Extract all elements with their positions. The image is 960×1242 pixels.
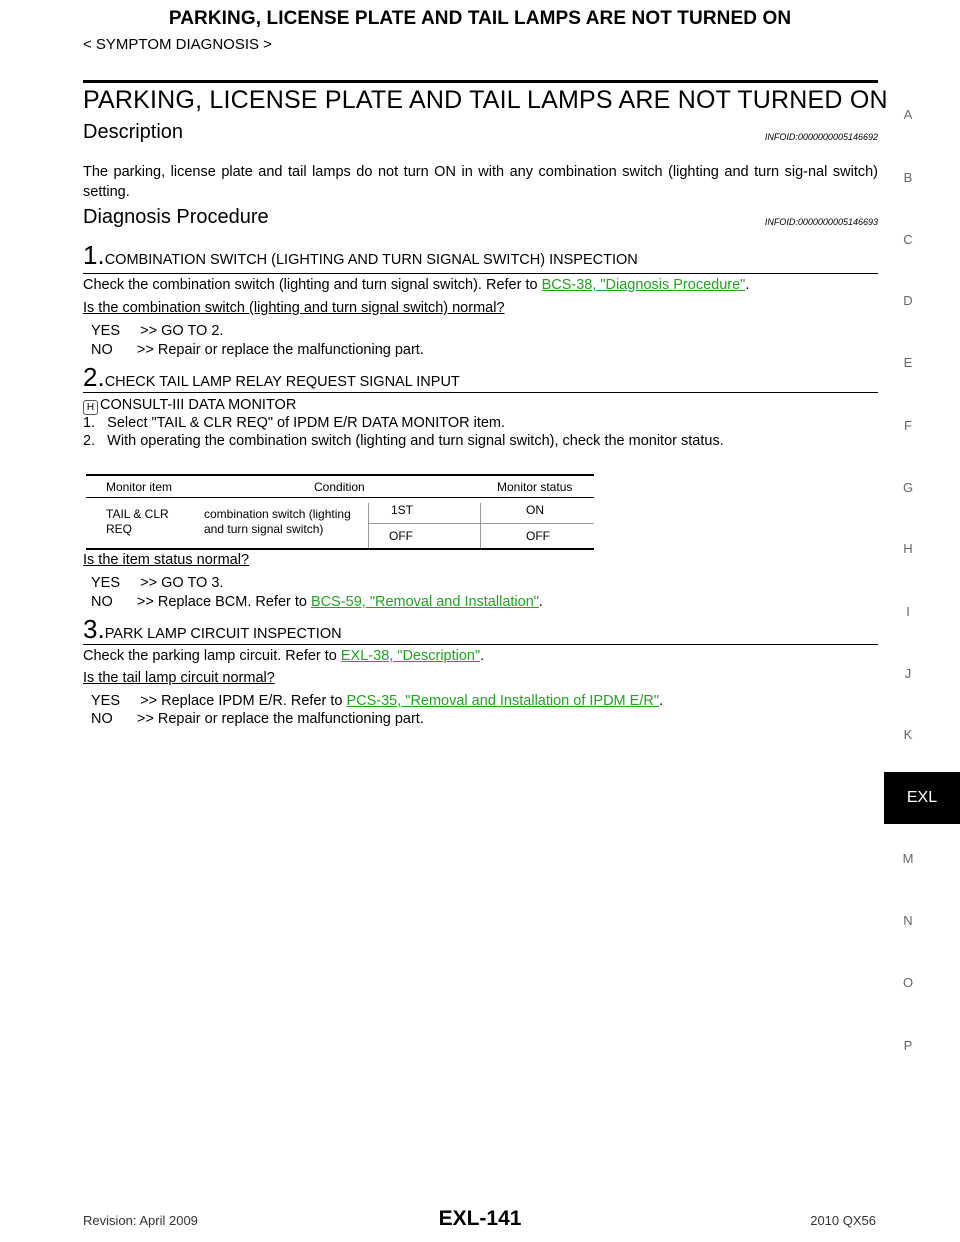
diagnosis-infoid: INFOID:0000000005146693: [764, 217, 878, 227]
step1-heading: 1.COMBINATION SWITCH (LIGHTING AND TURN …: [83, 240, 638, 271]
table-row2-status: OFF: [526, 529, 550, 543]
table-vline-2: [480, 503, 481, 549]
breadcrumb: < SYMPTOM DIAGNOSIS >: [83, 36, 272, 53]
main-title: PARKING, LICENSE PLATE AND TAIL LAMPS AR…: [83, 86, 888, 114]
footer-model: 2010 QX56: [810, 1213, 876, 1228]
description-text: The parking, license plate and tail lamp…: [83, 164, 878, 200]
step1-number: 1.: [83, 240, 105, 270]
step1-question: Is the combination switch (lighting and …: [83, 300, 505, 316]
table-row2-sub: OFF: [389, 529, 413, 543]
step3-question: Is the tail lamp circuit normal?: [83, 670, 275, 686]
table-header-condition: Condition: [314, 480, 365, 494]
step2-number: 2.: [83, 362, 105, 392]
table-row-divider: [368, 523, 594, 524]
step2-no-text: NO >> Replace BCM. Refer to: [91, 594, 311, 610]
side-index-p[interactable]: P: [903, 1038, 913, 1053]
step3-heading: 3.PARK LAMP CIRCUIT INSPECTION: [83, 614, 342, 645]
step2-no: NO >> Replace BCM. Refer to BCS-59, "Rem…: [91, 594, 543, 610]
side-index-b[interactable]: B: [903, 170, 913, 185]
step3-title: PARK LAMP CIRCUIT INSPECTION: [104, 626, 342, 642]
step1-title: COMBINATION SWITCH (LIGHTING AND TURN SI…: [104, 252, 638, 268]
side-index-d[interactable]: D: [903, 293, 913, 308]
step2-divider: [83, 392, 878, 393]
item-line2: REQ: [106, 522, 133, 536]
step2-no-end: .: [538, 594, 543, 610]
table-row-condition: combination switch (lighting and turn si…: [204, 507, 351, 537]
step1-divider: [83, 273, 878, 274]
description-heading: Description: [83, 121, 184, 143]
step1-no: NO >> Repair or replace the malfunctioni…: [91, 342, 424, 358]
step3-text-end: .: [480, 648, 485, 664]
table-row1-sub: 1ST: [391, 503, 414, 517]
table-header-monitor-item: Monitor item: [106, 480, 173, 494]
cond-line2: and turn signal switch): [204, 522, 324, 536]
consult-tool-icon: H: [83, 400, 98, 415]
step3-no: NO >> Repair or replace the malfunctioni…: [91, 711, 424, 727]
step3-instruction: Check the parking lamp circuit. Refer to…: [83, 648, 484, 664]
link-bcs-59[interactable]: BCS-59, "Removal and Installation": [311, 594, 539, 610]
step2-yes: YES >> GO TO 3.: [91, 575, 224, 591]
side-index-n[interactable]: N: [903, 913, 913, 928]
side-index-a[interactable]: A: [903, 107, 913, 122]
step1-text: Check the combination switch (lighting a…: [83, 277, 542, 293]
step2-question: Is the item status normal?: [83, 552, 250, 568]
cond-line1: combination switch (lighting: [204, 507, 351, 521]
side-index-o[interactable]: O: [902, 975, 914, 990]
table-bottom-border: [86, 548, 594, 550]
side-index-exl-active[interactable]: EXL: [884, 772, 960, 824]
table-row1-status: ON: [526, 503, 544, 517]
side-index-c[interactable]: C: [903, 232, 913, 247]
link-exl-38[interactable]: EXL-38, "Description": [340, 648, 481, 664]
step2-heading: 2.CHECK TAIL LAMP RELAY REQUEST SIGNAL I…: [83, 362, 460, 393]
table-header-divider: [86, 497, 594, 498]
page-header-title: PARKING, LICENSE PLATE AND TAIL LAMPS AR…: [168, 8, 792, 29]
step3-number: 3.: [83, 614, 105, 644]
table-row-item: TAIL & CLR REQ: [106, 507, 169, 537]
side-index-m[interactable]: M: [902, 851, 914, 866]
side-index-f[interactable]: F: [904, 418, 912, 433]
step3-yes: YES >> Replace IPDM E/R. Refer to PCS-35…: [91, 693, 663, 709]
description-infoid: INFOID:0000000005146692: [764, 132, 878, 142]
item-line1: TAIL & CLR: [106, 507, 169, 521]
step1-instruction: Check the combination switch (lighting a…: [83, 277, 749, 293]
table-vline-1: [368, 503, 369, 549]
step2-line1: 1. Select "TAIL & CLR REQ" of IPDM E/R D…: [83, 415, 506, 431]
side-index-k[interactable]: K: [903, 727, 913, 742]
side-index-j[interactable]: J: [904, 666, 912, 681]
side-index-i[interactable]: I: [906, 604, 910, 619]
header-divider: [83, 80, 878, 83]
table-top-border: [86, 474, 594, 476]
side-index-g[interactable]: G: [902, 480, 914, 495]
step2-line2: 2. With operating the combination switch…: [83, 433, 724, 449]
side-index-e[interactable]: E: [903, 355, 913, 370]
table-header-monitor-status: Monitor status: [497, 480, 573, 494]
footer-revision: Revision: April 2009: [83, 1213, 198, 1228]
consult-label: CONSULT-III DATA MONITOR: [100, 397, 297, 413]
step1-yes: YES >> GO TO 2.: [91, 323, 224, 339]
step2-title: CHECK TAIL LAMP RELAY REQUEST SIGNAL INP…: [104, 374, 460, 390]
link-bcs-38[interactable]: BCS-38, "Diagnosis Procedure": [541, 277, 746, 293]
step3-yes-text: YES >> Replace IPDM E/R. Refer to: [91, 693, 347, 709]
step1-text-end: .: [745, 277, 750, 293]
footer-page-number: EXL-141: [438, 1207, 522, 1230]
side-index-h[interactable]: H: [903, 541, 913, 556]
step3-divider: [83, 644, 878, 645]
step3-yes-end: .: [658, 693, 664, 709]
link-pcs-35[interactable]: PCS-35, "Removal and Installation of IPD…: [346, 693, 659, 709]
step3-text: Check the parking lamp circuit. Refer to: [83, 648, 341, 664]
diagnosis-heading: Diagnosis Procedure: [83, 206, 269, 228]
